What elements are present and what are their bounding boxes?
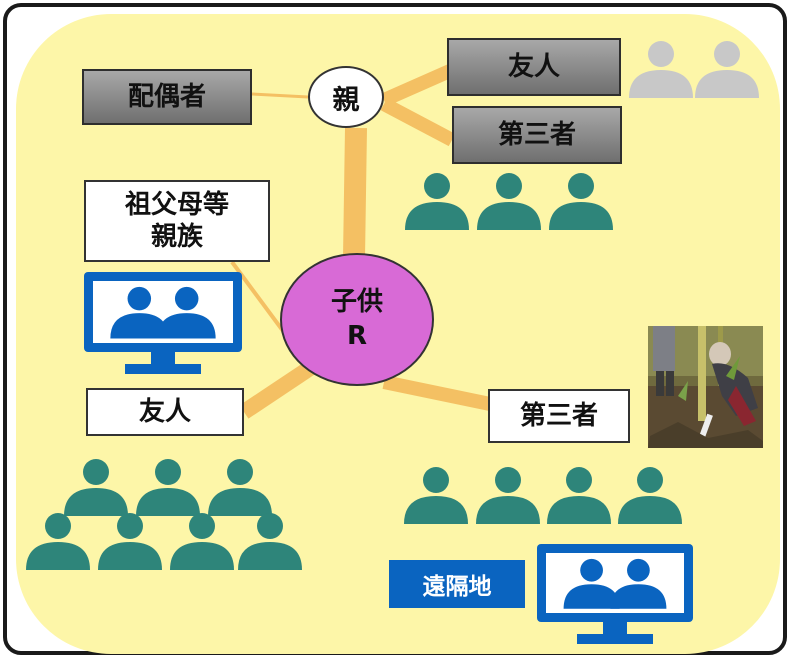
person-icon <box>476 467 540 524</box>
person-icon <box>695 41 759 98</box>
people-icons <box>26 41 759 570</box>
relatives-label-line2: 親族 <box>150 222 203 252</box>
remote-location-label: 遠隔地 <box>389 560 525 608</box>
child-friend-label: 友人 <box>138 396 191 427</box>
link-parent-friend <box>381 63 455 107</box>
person-icon <box>405 173 469 230</box>
link-child-third <box>382 375 492 411</box>
person-icon <box>563 558 620 609</box>
person-icon <box>549 173 613 230</box>
person-icon <box>170 513 234 570</box>
child-friend-box: 友人 <box>86 388 244 436</box>
person-icon <box>208 459 272 516</box>
person-icon <box>547 467 611 524</box>
parent-third-party-label: 第三者 <box>497 119 576 150</box>
child-label-line1: 子供 <box>330 286 383 317</box>
spouse-box: 配偶者 <box>82 69 252 125</box>
child-node: 子供 R <box>280 253 434 386</box>
person-icon <box>64 459 128 516</box>
person-icon <box>404 467 468 524</box>
link-parent-child <box>343 127 367 259</box>
person-icon <box>629 41 693 98</box>
link-child-friend <box>239 361 315 419</box>
person-icon <box>98 513 162 570</box>
monitor-icons <box>84 272 693 644</box>
parent-node: 親 <box>308 66 384 128</box>
parent-label: 親 <box>332 84 360 116</box>
person-icon <box>157 286 216 339</box>
person-icon <box>26 513 90 570</box>
person-icon <box>238 513 302 570</box>
relatives-label-line1: 祖父母等 <box>124 189 229 220</box>
relatives-box: 祖父母等 親族 <box>84 180 270 262</box>
monitor-icon <box>84 272 242 374</box>
person-icon <box>110 286 169 339</box>
monitor-icon <box>537 544 693 644</box>
child-third-party-box: 第三者 <box>488 389 630 443</box>
child-label-line2: R <box>346 320 368 351</box>
parent-friend-label: 友人 <box>507 51 560 82</box>
link-spouse-parent <box>251 92 309 99</box>
parent-third-party-box: 第三者 <box>452 106 622 164</box>
photo-planting-scene <box>648 326 763 448</box>
person-icon <box>618 467 682 524</box>
spouse-label: 配偶者 <box>127 81 206 112</box>
parent-friend-box: 友人 <box>447 38 621 96</box>
child-third-party-label: 第三者 <box>519 400 598 431</box>
link-lines <box>230 63 492 419</box>
link-parent-third <box>380 97 456 147</box>
person-icon <box>136 459 200 516</box>
person-icon <box>610 558 667 609</box>
person-icon <box>477 173 541 230</box>
